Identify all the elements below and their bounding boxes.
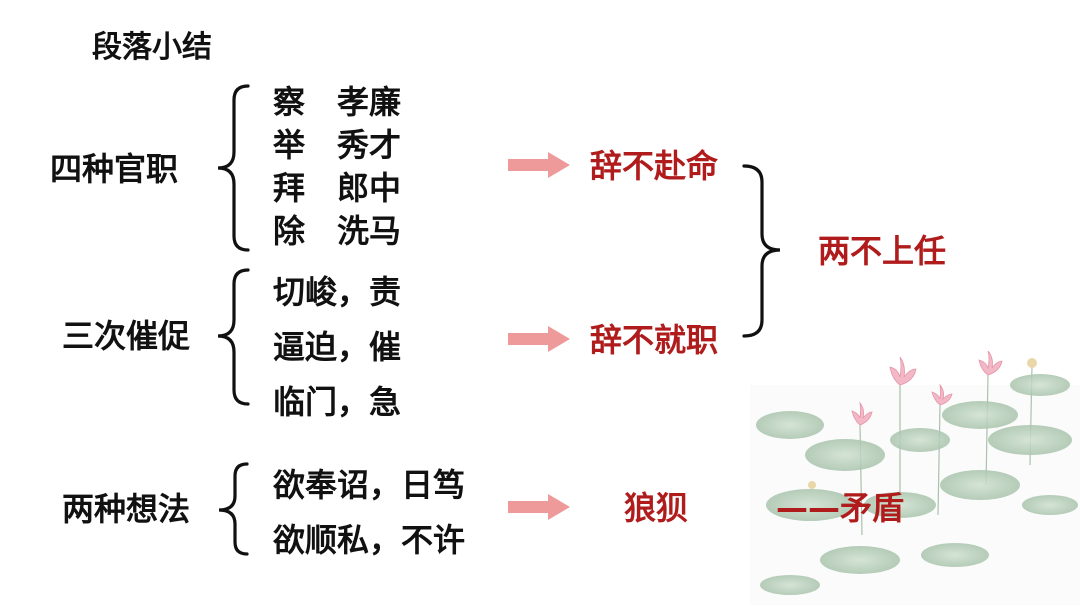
urging-item: 切峻，责 [273,276,401,308]
left-brace-three-urgings [212,268,252,408]
urging-item: 临门，急 [273,386,401,418]
thought-item: 欲奉诏，日笃 [273,469,465,501]
urging-item: 逼迫，催 [273,331,401,363]
official-post-item: 拜 郎中 [273,172,401,204]
thought-item: 欲顺私，不许 [273,524,465,556]
official-post-item: 察 孝廉 [273,86,401,118]
left-brace-two-thoughts [215,462,251,558]
official-post-item: 举 秀才 [273,129,401,161]
group-label-two-thoughts: 两种想法 [62,493,190,525]
right-brace-summary [740,162,784,342]
summary-title: 段落小结 [92,33,212,63]
contradiction-note: ——矛盾 [776,492,904,524]
right-arrow-icon [508,152,570,178]
result-dilemma: 狼狈 [624,492,688,524]
group-label-official-posts: 四种官职 [50,153,178,185]
left-brace-official-posts [212,84,252,254]
result-decline-appointment: 辞不赴命 [590,150,718,182]
result-decline-office: 辞不就职 [590,324,718,356]
right-arrow-icon [508,494,570,520]
summary-conclusion: 两不上任 [818,235,946,267]
official-post-item: 除 洗马 [273,215,401,247]
group-label-three-urgings: 三次催促 [62,320,190,352]
right-arrow-icon [508,326,570,352]
lotus-pond-illustration [750,345,1080,605]
